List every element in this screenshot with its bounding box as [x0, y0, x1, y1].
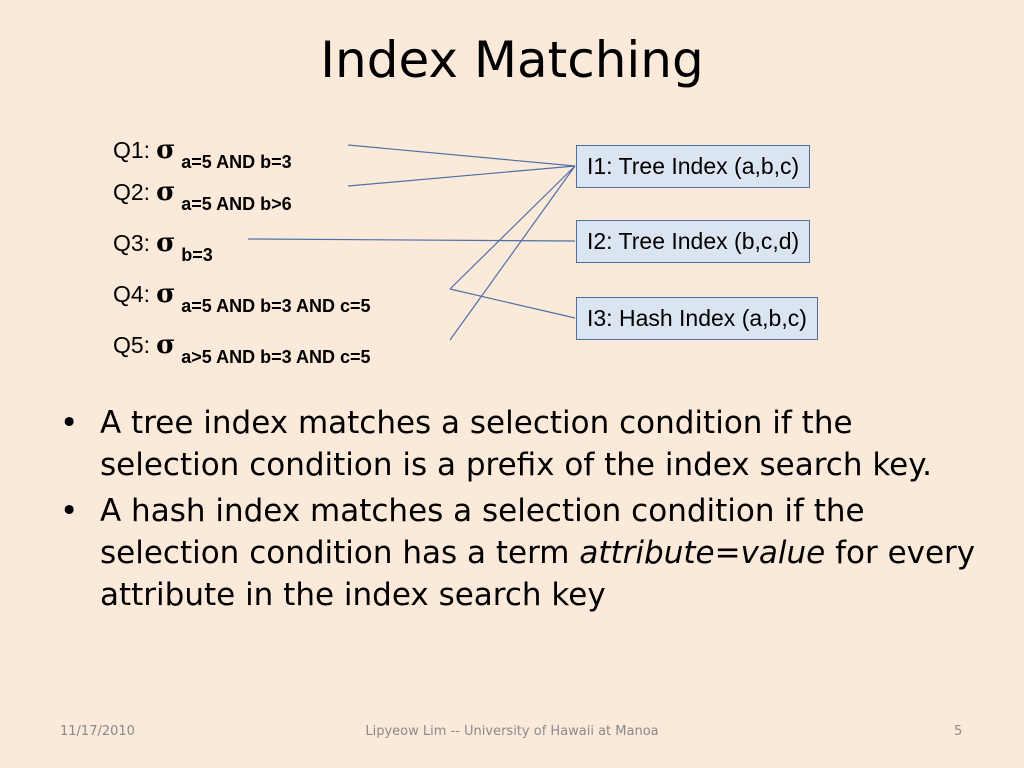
connector-q2-i1: [347, 165, 576, 187]
query-condition: a>5 AND b=3 AND c=5: [181, 347, 371, 367]
connector-q3-i2: [247, 238, 576, 242]
sigma-symbol: σ: [156, 279, 176, 309]
bullet-text: A tree index matches a selection conditi…: [100, 405, 933, 483]
sigma-symbol: σ: [156, 177, 176, 207]
bullet-text-after: for every attribute in the index search …: [100, 535, 976, 613]
bullet-item-tree-index: • A tree index matches a selection condit…: [60, 402, 980, 486]
query-condition: a=5 AND b>6: [181, 194, 292, 214]
sigma-symbol: σ: [156, 228, 176, 258]
bullet-list: • A tree index matches a selection condit…: [60, 402, 980, 620]
bullet-emphasis: attribute=value: [579, 535, 826, 571]
footer-author: Lipyeow Lim -- University of Hawaii at M…: [365, 724, 659, 739]
index-box-i3: I3: Hash Index (a,b,c): [576, 297, 818, 340]
index-box-i2: I2: Tree Index (b,c,d): [576, 220, 811, 263]
query-label: Q5:: [113, 332, 151, 358]
slide-title: Index Matching: [320, 31, 704, 89]
bullet-item-hash-index: • A hash index matches a selection condit…: [60, 490, 980, 616]
index-box-i1: I1: Tree Index (a,b,c): [576, 145, 811, 188]
query-label: Q3:: [113, 230, 151, 256]
sigma-symbol: σ: [156, 330, 176, 360]
connector-q4-i1: [449, 165, 576, 290]
connector-q1-i1: [347, 144, 576, 167]
bullet-dot-icon: •: [60, 493, 79, 529]
connector-q4-i3: [449, 288, 576, 319]
query-label: Q1:: [113, 137, 151, 163]
footer-page-number: 5: [954, 724, 963, 739]
connector-q5-i1: [449, 165, 576, 341]
query-label: Q2:: [113, 179, 151, 205]
query-label: Q4:: [113, 281, 151, 307]
bullet-dot-icon: •: [60, 405, 79, 441]
query-condition: b=3: [181, 245, 213, 265]
sigma-symbol: σ: [156, 135, 176, 165]
query-condition: a=5 AND b=3: [181, 152, 292, 172]
footer-date: 11/17/2010: [60, 724, 135, 739]
query-condition: a=5 AND b=3 AND c=5: [181, 296, 371, 316]
bullet-text-before: A hash index matches a selection conditi…: [100, 493, 865, 571]
